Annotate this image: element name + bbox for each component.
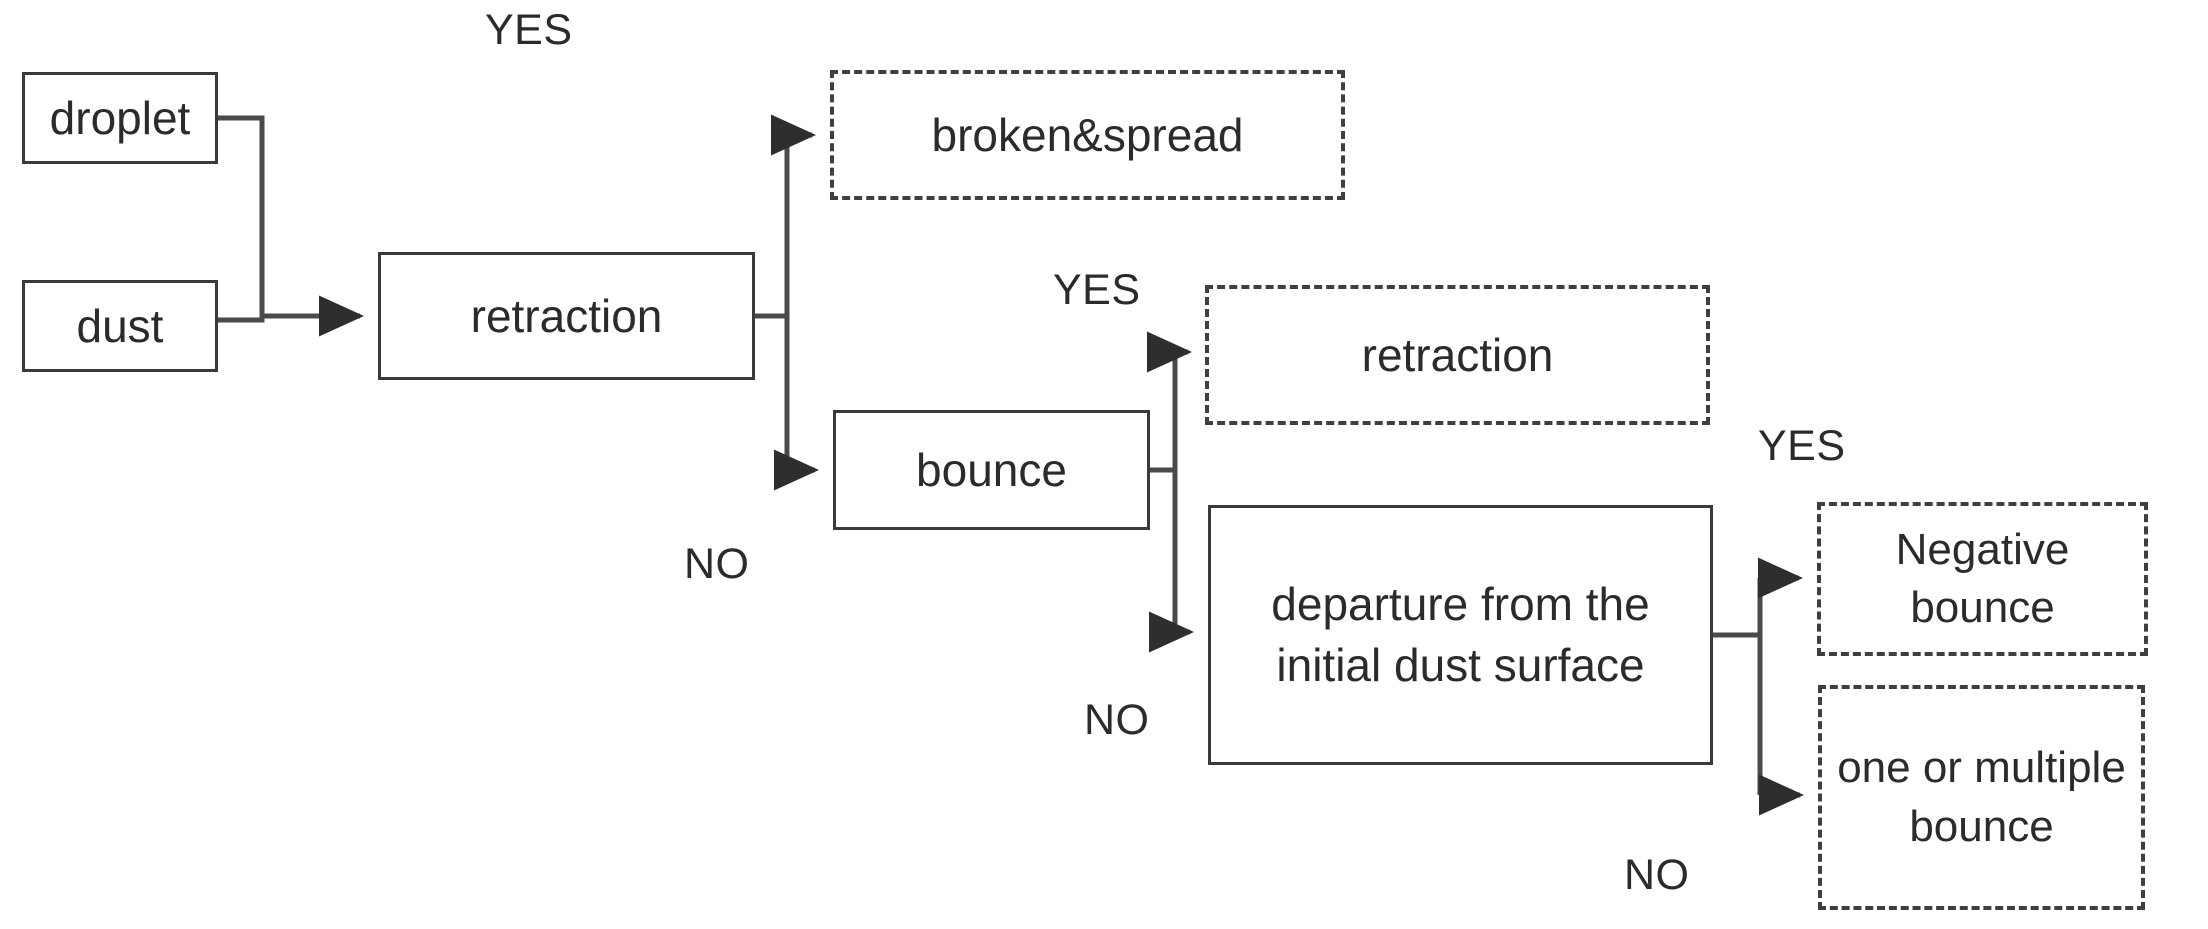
edge-label-no-bounce: NO — [684, 540, 750, 588]
node-one-or-multiple-bounce[interactable]: one or multiple bounce — [1818, 685, 2145, 910]
edge-label-yes-negative-bounce: YES — [1758, 422, 1846, 470]
node-droplet[interactable]: droplet — [22, 72, 218, 164]
node-dust[interactable]: dust — [22, 280, 218, 372]
node-retraction-outcome[interactable]: retraction — [1205, 285, 1710, 425]
node-bounce[interactable]: bounce — [833, 410, 1150, 530]
node-retraction[interactable]: retraction — [378, 252, 755, 380]
edge-label-no-departure: NO — [1084, 696, 1150, 744]
node-broken-spread[interactable]: broken&spread — [830, 70, 1345, 200]
edge-droplet-merge — [218, 115, 265, 316]
edge-label-yes-retraction: YES — [1053, 266, 1141, 314]
edge-label-yes-broken-spread: YES — [485, 6, 573, 54]
node-departure-from-initial-dust-surface[interactable]: departure from the initial dust surface — [1208, 505, 1713, 765]
edge-label-no-multiple-bounce: NO — [1624, 851, 1690, 899]
edge-dust-merge — [218, 316, 265, 323]
node-negative-bounce[interactable]: Negative bounce — [1817, 502, 2148, 656]
